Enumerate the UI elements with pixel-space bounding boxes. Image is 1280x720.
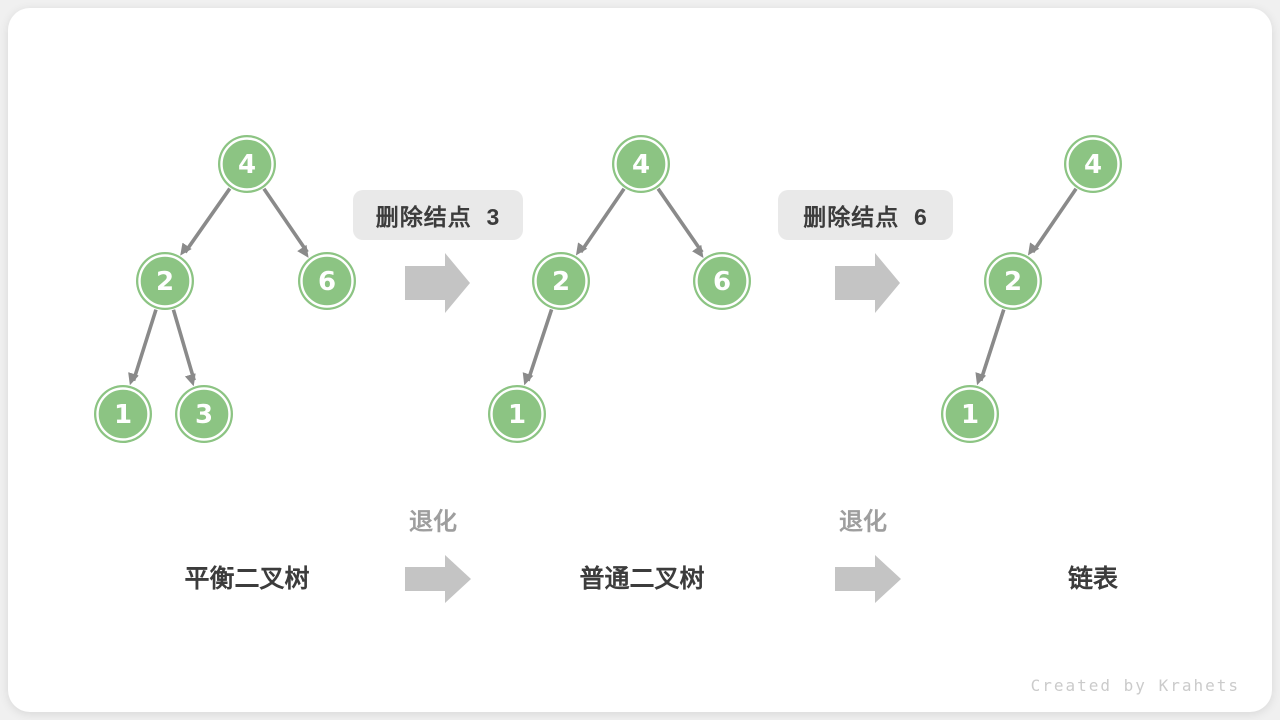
tree-node-value: 2	[552, 267, 570, 297]
tree-edge	[262, 187, 309, 258]
tree-node-value: 2	[156, 267, 174, 297]
tree-edge	[522, 308, 554, 386]
tree-edge	[975, 308, 1006, 386]
big-arrow-icon	[405, 555, 471, 603]
tree-node-ordinary-binary-tree-6: 6	[693, 252, 751, 310]
degrade-label: 退化	[839, 508, 887, 536]
tree-node-value: 4	[1084, 150, 1102, 180]
tree-node-ordinary-binary-tree-1: 1	[488, 385, 546, 443]
tree-node-ordinary-binary-tree-2: 2	[532, 252, 590, 310]
tree-edge	[1027, 187, 1078, 256]
big-arrow-icon	[835, 555, 901, 603]
tree-node-linked-list-4: 4	[1064, 135, 1122, 193]
tree-node-balanced-binary-tree-3: 3	[175, 385, 233, 443]
tree-node-value: 6	[713, 267, 731, 297]
stage-label-ordinary-binary-tree: 普通二叉树	[579, 565, 705, 593]
tree-node-value: 3	[195, 400, 213, 430]
tree-node-balanced-binary-tree-6: 6	[298, 252, 356, 310]
tree-node-balanced-binary-tree-2: 2	[136, 252, 194, 310]
tree-edge	[575, 187, 626, 256]
tree-edge	[128, 309, 158, 386]
tree-node-linked-list-1: 1	[941, 385, 999, 443]
credit-text: Created by Krahets	[1030, 676, 1240, 695]
delete-node-3-label: 删除结点 3	[353, 190, 523, 240]
tree-node-value: 1	[114, 400, 132, 430]
tree-edge	[171, 309, 196, 387]
tree-edge	[180, 187, 232, 256]
stage-label-balanced-binary-tree: 平衡二叉树	[184, 565, 310, 593]
tree-node-balanced-binary-tree-1: 1	[94, 385, 152, 443]
tree-edge	[656, 187, 704, 258]
big-arrow-icon	[835, 253, 900, 313]
tree-node-value: 6	[318, 267, 336, 297]
degrade-label: 退化	[409, 508, 457, 536]
tree-node-ordinary-binary-tree-4: 4	[612, 135, 670, 193]
stage-label-linked-list: 链表	[1067, 565, 1119, 593]
tree-node-linked-list-2: 2	[984, 252, 1042, 310]
tree-node-value: 4	[238, 150, 256, 180]
tree-node-value: 1	[961, 400, 979, 430]
tree-node-value: 2	[1004, 267, 1022, 297]
big-arrow-icon	[405, 253, 470, 313]
diagram-card	[8, 8, 1272, 712]
delete-node-6-label: 删除结点 6	[778, 190, 953, 240]
tree-node-value: 4	[632, 150, 650, 180]
tree-node-balanced-binary-tree-4: 4	[218, 135, 276, 193]
tree-node-value: 1	[508, 400, 526, 430]
